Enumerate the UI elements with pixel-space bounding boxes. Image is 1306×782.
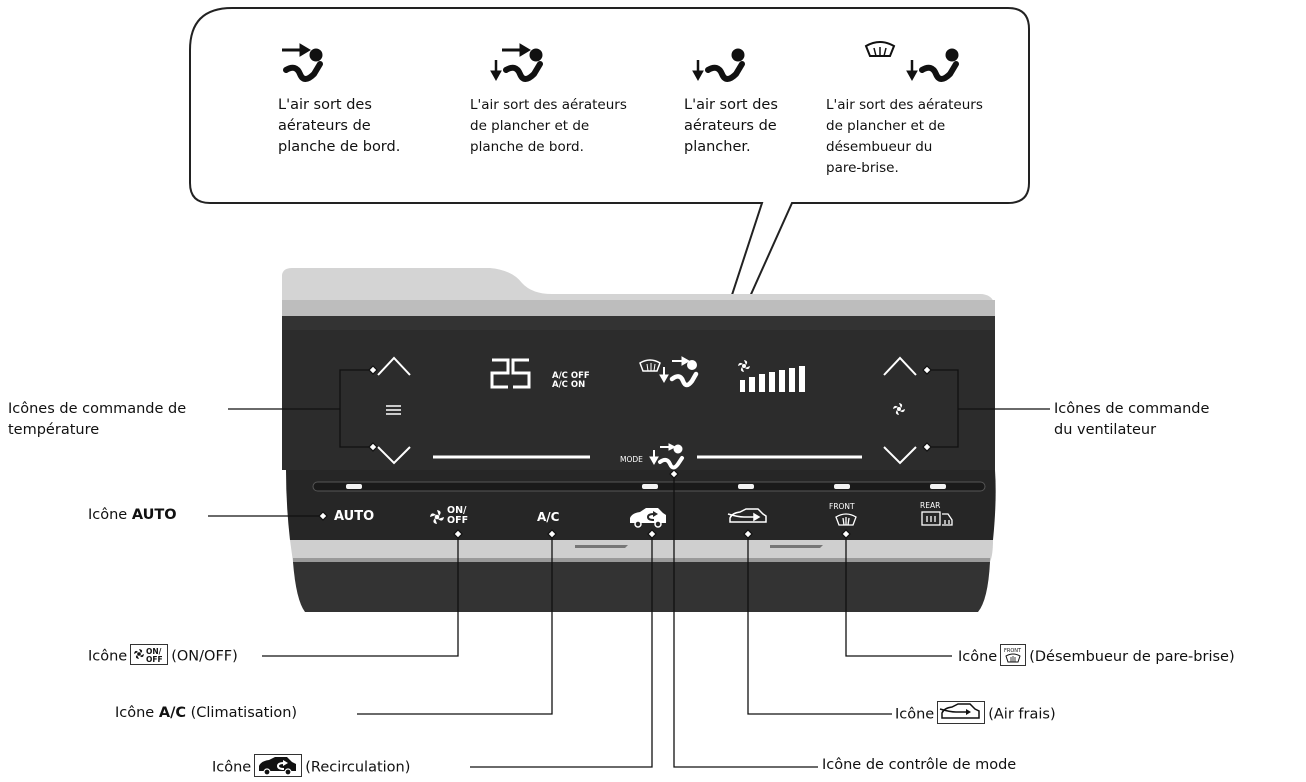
fresh-air-icon-box xyxy=(937,701,986,724)
fan-off-text: OFF xyxy=(447,515,469,526)
mode-text-floor-dash: L'air sort des aérateurs de plancher et … xyxy=(470,97,627,155)
mode-display-icon xyxy=(639,356,699,388)
fan-control-label: Icônes de commande du ventilateur xyxy=(1054,400,1209,440)
fresh-air-icon xyxy=(727,508,767,523)
mode-text-dash: L'air sort des aérateurs de planche de b… xyxy=(278,97,401,155)
svg-text:FRONT: FRONT xyxy=(1004,648,1022,654)
auto-button[interactable]: AUTO xyxy=(334,509,375,524)
floor-vent-icon xyxy=(692,48,745,82)
floor-dash-vent-icon xyxy=(490,43,543,82)
temp-label-line1: Icônes de commande de xyxy=(8,401,187,417)
ac-label: Icône A/C (Climatisation) xyxy=(115,705,298,721)
fan-speed-icon xyxy=(893,403,905,415)
fresh-air-label: Icône(Air frais) xyxy=(895,701,1056,726)
mode-control-label: Icône de contrôle de mode xyxy=(822,757,1017,773)
fan-display-icon xyxy=(738,360,750,372)
recirculation-icon-box xyxy=(254,754,303,777)
climate-panel xyxy=(282,268,996,612)
fan-label-line2: du ventilateur xyxy=(1054,422,1157,438)
ac-off-text: A/C OFF xyxy=(552,371,590,381)
fan-on-text: ON/ xyxy=(447,505,467,516)
rear-defrost-button[interactable]: REAR xyxy=(920,501,941,510)
recirculation-label: Icône(Recirculation) xyxy=(212,754,410,779)
mode-button-icon xyxy=(649,443,684,470)
dash-vent-icon xyxy=(282,43,323,82)
recirculation-icon xyxy=(630,508,666,528)
front-defrost-button[interactable]: FRONT xyxy=(829,502,855,511)
ac-status-display: A/C OFF A/C ON xyxy=(552,372,590,390)
mode-text-floor-defrost: L'air sort des aérateurs de plancher et … xyxy=(826,97,983,176)
ac-button[interactable]: A/C xyxy=(537,510,560,524)
ac-on-text: A/C ON xyxy=(552,380,586,390)
auto-label: Icône AUTO xyxy=(88,507,177,523)
svg-text:OFF: OFF xyxy=(146,655,163,664)
fan-onoff-icon xyxy=(430,510,444,524)
fan-onoff-button[interactable]: ON/ OFF xyxy=(447,506,468,526)
svg-text:ON/: ON/ xyxy=(146,647,162,656)
mode-small-text: MODE xyxy=(620,455,643,464)
rear-defrost-icon xyxy=(921,511,953,526)
mode-text-floor: L'air sort des aérateurs de plancher. xyxy=(684,97,778,155)
temperature-digits xyxy=(490,358,531,389)
temp-control-label: Icônes de commande de température xyxy=(8,400,186,440)
temp-label-line2: température xyxy=(8,422,100,438)
floor-defrost-vent-icon xyxy=(864,41,959,82)
onoff-icon-box: ON/OFF xyxy=(130,644,169,665)
fan-label-line1: Icônes de commande xyxy=(1054,401,1210,417)
front-defrost-icon xyxy=(835,513,857,526)
defrost-icon-box: FRONT xyxy=(1000,644,1027,666)
